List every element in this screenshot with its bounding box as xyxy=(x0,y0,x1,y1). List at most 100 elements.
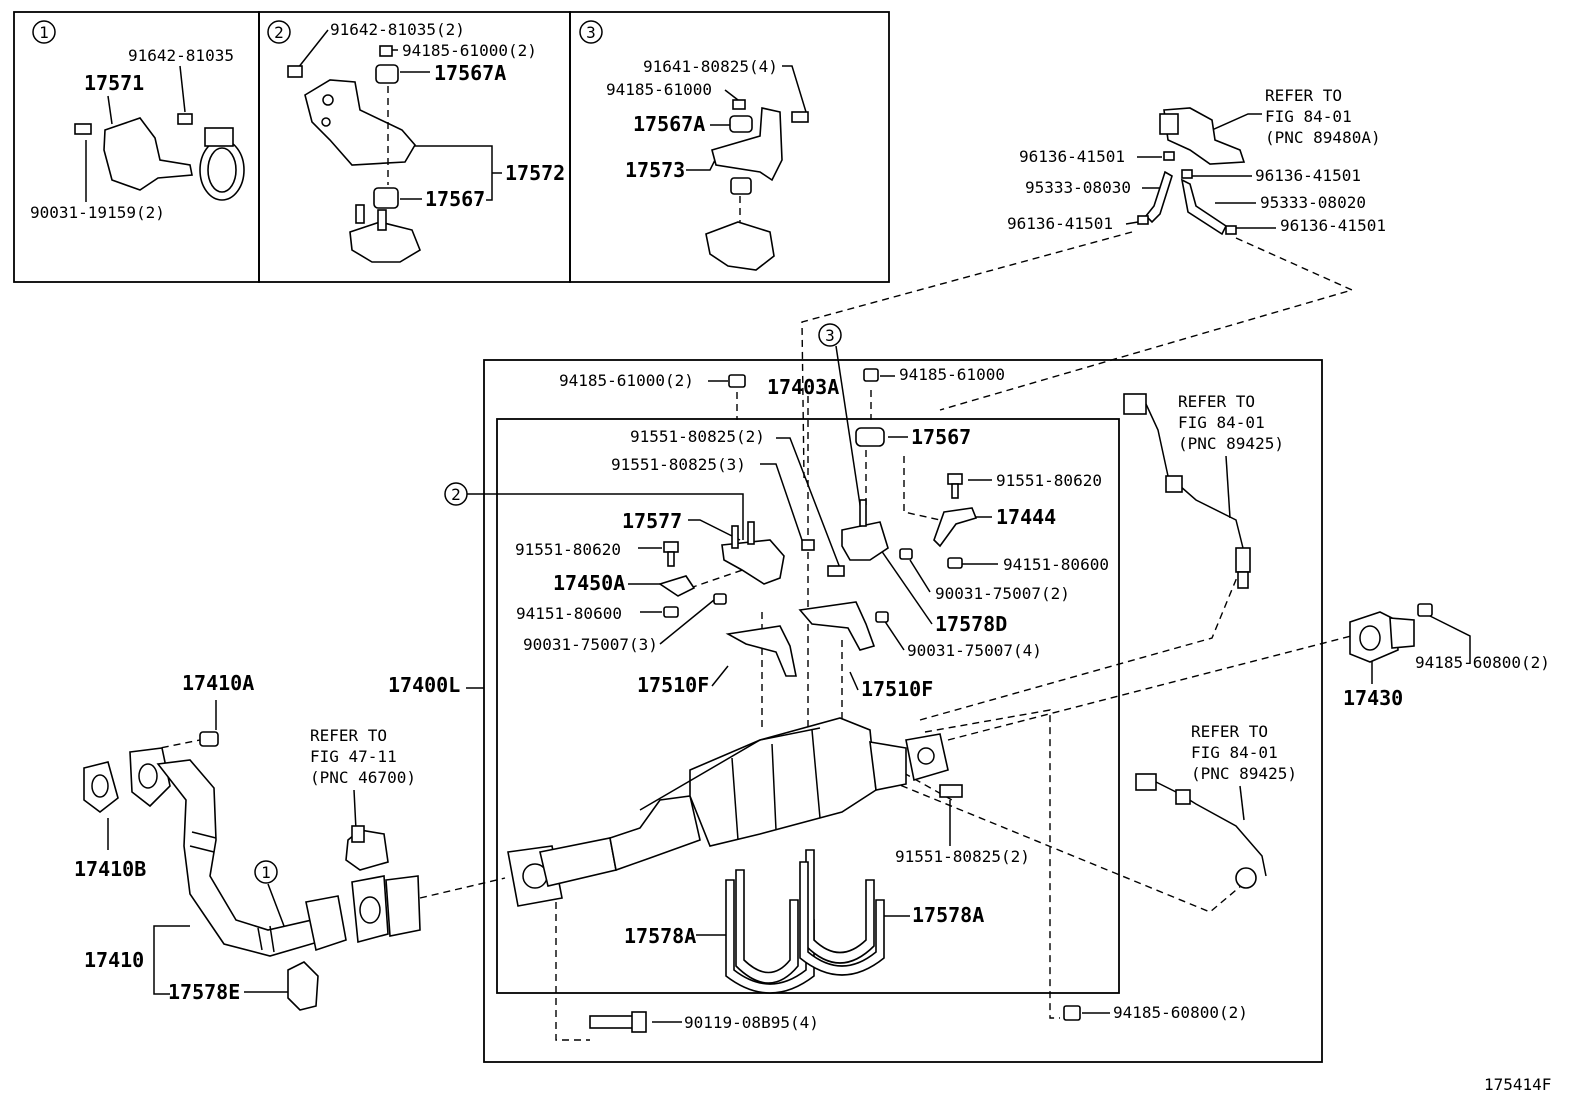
vacuum-hose-group: REFER TO FIG 84-01 (PNC 89480A) 96136-41… xyxy=(801,86,1386,479)
vsv-bracket xyxy=(1163,107,1246,165)
heat-insulator-17510F-right xyxy=(798,601,876,651)
main-leader-lines xyxy=(466,345,1110,1023)
refer-label: (PNC 89480A) xyxy=(1265,128,1381,147)
part-label-90031-19159: 90031-19159(2) xyxy=(30,203,165,222)
part-label-17430: 17430 xyxy=(1343,686,1403,710)
main-assembly-labels: 94185-61000(2) 17403A 94185-61000 91551-… xyxy=(388,365,1248,1032)
part-label-17450A: 17450A xyxy=(553,571,625,595)
inset-marker-1: 1 xyxy=(32,20,56,44)
refer-label: (PNC 89425) xyxy=(1178,434,1284,453)
refer-label: REFER TO xyxy=(310,726,387,745)
nut-icon xyxy=(663,368,1081,1021)
bracket-17444 xyxy=(933,507,978,548)
part-label-95333-08030: 95333-08030 xyxy=(1025,178,1131,197)
part-label-17510F: 17510F xyxy=(637,673,709,697)
inset-1: 91642-81035 17571 90031-19159(2) xyxy=(30,46,245,222)
bolt-icon xyxy=(589,473,963,1033)
part-label-17510F: 17510F xyxy=(861,677,933,701)
part-label-96136-41501: 96136-41501 xyxy=(1019,147,1125,166)
inset-marker-2: 2 xyxy=(267,20,291,44)
part-label-94185-61000: 94185-61000 xyxy=(899,365,1005,384)
bracket-17578D xyxy=(841,499,889,561)
circle-marker-3-main: 3 xyxy=(818,323,842,347)
part-label-17567A: 17567A xyxy=(434,61,506,85)
inset-marker-3: 3 xyxy=(579,20,603,44)
part-label-90031-75007-2: 90031-75007(2) xyxy=(935,584,1070,603)
part-label-17567: 17567 xyxy=(911,425,971,449)
nut-icon xyxy=(732,99,809,123)
svg-text:2: 2 xyxy=(451,485,461,504)
bracket-17571 xyxy=(103,117,193,191)
refer-label: REFER TO xyxy=(1191,722,1268,741)
refer-label: FIG 84-01 xyxy=(1178,413,1265,432)
refer-label: (PNC 46700) xyxy=(310,768,416,787)
part-label-17444: 17444 xyxy=(996,505,1056,529)
part-label-90031-75007-4: 90031-75007(4) xyxy=(907,641,1042,660)
bolt-icon xyxy=(74,113,193,135)
part-label-94185-61000-2: 94185-61000(2) xyxy=(402,41,537,60)
refer-label: FIG 84-01 xyxy=(1265,107,1352,126)
u-clamp-17578A-right xyxy=(799,849,885,976)
circle-marker-2-main: 2 xyxy=(444,482,468,506)
heat-insulator-17510F-left xyxy=(725,625,797,677)
part-label-94151-80600: 94151-80600 xyxy=(516,604,622,623)
refer-label: (PNC 89425) xyxy=(1191,764,1297,783)
part-label-96136-41501: 96136-41501 xyxy=(1007,214,1113,233)
oxygen-sensor-upper: REFER TO FIG 84-01 (PNC 89425) xyxy=(1123,392,1284,589)
part-label-91551-80825: 91551-80825(2) xyxy=(895,847,1030,866)
part-label-90119-08B95: 90119-08B95(4) xyxy=(684,1013,819,1032)
svg-text:1: 1 xyxy=(261,863,271,882)
part-label-17571: 17571 xyxy=(84,71,144,95)
bracket-17450A xyxy=(658,575,696,597)
inset-frames xyxy=(13,11,890,283)
svg-text:3: 3 xyxy=(586,23,596,42)
part-label-17577: 17577 xyxy=(622,509,682,533)
nut-icon xyxy=(287,45,393,78)
refer-label: REFER TO xyxy=(1265,86,1342,105)
inset-2: 91642-81035(2) 94185-61000(2) 17567A 175… xyxy=(287,20,565,263)
part-label-94185-61000-2: 94185-61000(2) xyxy=(559,371,694,390)
catalytic-converter-17400L xyxy=(507,717,949,907)
part-label-17578D: 17578D xyxy=(935,612,1007,636)
rubber-mount-17567 xyxy=(855,427,885,447)
rubber-mount-17567 xyxy=(373,187,399,209)
part-label-17567A-3: 17567A xyxy=(633,112,705,136)
main-dash-lines xyxy=(419,390,1356,1041)
main-frames xyxy=(483,359,1323,1063)
bracket-17573 xyxy=(711,107,783,182)
refer-label: FIG 84-01 xyxy=(1191,743,1278,762)
part-label-91641-80825: 91641-80825(4) xyxy=(643,57,778,76)
part-label-17567: 17567 xyxy=(425,187,485,211)
part-label-91551-80825-2: 91551-80825(2) xyxy=(630,427,765,446)
svg-text:2: 2 xyxy=(274,23,284,42)
part-label-91551-80620: 91551-80620 xyxy=(996,471,1102,490)
inset-3: 91641-80825(4) 94185-61000 17567A 17573 xyxy=(606,57,809,271)
part-label-91642-81035-2: 91642-81035(2) xyxy=(330,20,465,39)
part-label-17573: 17573 xyxy=(625,158,685,182)
part-label-91551-80620: 91551-80620 xyxy=(515,540,621,559)
part-label-17572: 17572 xyxy=(505,161,565,185)
rubber-mount-17567A xyxy=(375,64,399,84)
part-label-96136-41501: 96136-41501 xyxy=(1255,166,1361,185)
part-label-17578A: 17578A xyxy=(912,903,984,927)
refer-label: REFER TO xyxy=(1178,392,1255,411)
part-label-96136-41501: 96136-41501 xyxy=(1280,216,1386,235)
clamp-ring xyxy=(199,127,245,201)
part-label-17578A: 17578A xyxy=(624,924,696,948)
part-label-94185-60800: 94185-60800(2) xyxy=(1113,1003,1248,1022)
svg-text:1: 1 xyxy=(39,23,49,42)
part-label-17578E: 17578E xyxy=(168,980,240,1004)
refer-label: FIG 47-11 xyxy=(310,747,397,766)
tail-pipe-17430: 94185-60800(2) 17430 xyxy=(1343,603,1550,710)
part-label-91551-80825-3: 91551-80825(3) xyxy=(611,455,746,474)
front-pipe-17410: 17410A 17410B 17410 17578E REFER TO FIG … xyxy=(74,671,421,1011)
figure-code: 175414F xyxy=(1484,1075,1551,1094)
oxygen-sensor-lower: REFER TO FIG 84-01 (PNC 89425) xyxy=(1135,722,1297,889)
part-label-17403A: 17403A xyxy=(767,375,839,399)
part-label-94185-60800: 94185-60800(2) xyxy=(1415,653,1550,672)
part-label-94151-80600: 94151-80600 xyxy=(1003,555,1109,574)
part-label-17410A: 17410A xyxy=(182,671,254,695)
part-label-17410: 17410 xyxy=(84,948,144,972)
part-label-17400L: 17400L xyxy=(388,673,460,697)
